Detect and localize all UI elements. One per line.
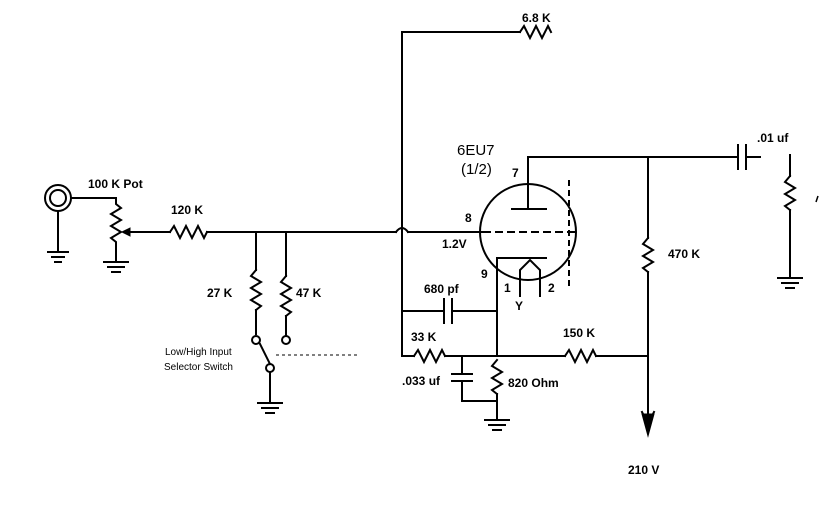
resistor-120k	[168, 223, 209, 241]
resistor-820	[490, 358, 504, 396]
resistor-47k	[279, 274, 293, 318]
switch-contact-high	[281, 335, 291, 345]
tube-6eu7	[479, 156, 577, 290]
label-heater-y: Y	[515, 299, 523, 313]
label-pin-9: 9	[481, 267, 488, 281]
label-switch-line2: Selector Switch	[164, 362, 233, 373]
selector-switch	[258, 342, 358, 403]
label-r-47k: 47 K	[296, 286, 322, 300]
label-tube-half: (1/2)	[461, 161, 492, 178]
label-switch-line1: Low/High Input	[165, 347, 232, 358]
ground-symbol-pot	[103, 261, 129, 273]
label-pot-100k: 100 K Pot	[88, 177, 143, 191]
label-r-820: 820 Ohm	[508, 376, 559, 390]
switch-contact-low	[251, 335, 261, 345]
resistor-33k	[412, 347, 447, 365]
capacitor-01uf	[717, 144, 761, 170]
input-jack	[44, 184, 72, 212]
ground-symbol-output	[777, 277, 803, 289]
label-r-33k: 33 K	[411, 330, 437, 344]
label-cap-01uf: .01 uf	[757, 131, 789, 145]
label-pin-8: 8	[465, 211, 472, 225]
label-bias-voltage: 1.2V	[442, 237, 467, 251]
label-tube-type: 6EU7	[457, 142, 495, 159]
capacitor-680pf	[443, 298, 453, 324]
resistor-6-8k	[518, 23, 553, 41]
label-r-150k: 150 K	[563, 326, 595, 340]
label-r-6-8k: 6.8 K	[522, 11, 551, 25]
resistor-470k	[641, 236, 655, 274]
ground-symbol-switch	[257, 402, 283, 414]
label-pin-1: 1	[504, 281, 511, 295]
resistor-150k	[563, 347, 598, 365]
label-pin-2: 2	[548, 281, 555, 295]
pot-100k	[109, 197, 171, 263]
label-r-470k: 470 K	[668, 247, 700, 261]
wire-feedback-bus	[401, 31, 415, 357]
label-r-120k: 120 K	[171, 203, 203, 217]
resistor-27k	[249, 268, 263, 312]
ground-symbol-cathode	[484, 419, 510, 431]
label-cap-680pf: 680 pf	[424, 282, 460, 296]
ground-symbol-input	[47, 251, 69, 263]
resistor-output	[783, 174, 797, 212]
label-cap-033uf: .033 uf	[402, 374, 441, 388]
label-pin-7: 7	[512, 166, 519, 180]
label-supply-210v: 210 V	[628, 463, 659, 477]
label-r-27k: 27 K	[207, 286, 233, 300]
capacitor-033uf	[451, 373, 473, 382]
wire-heater	[519, 283, 541, 297]
